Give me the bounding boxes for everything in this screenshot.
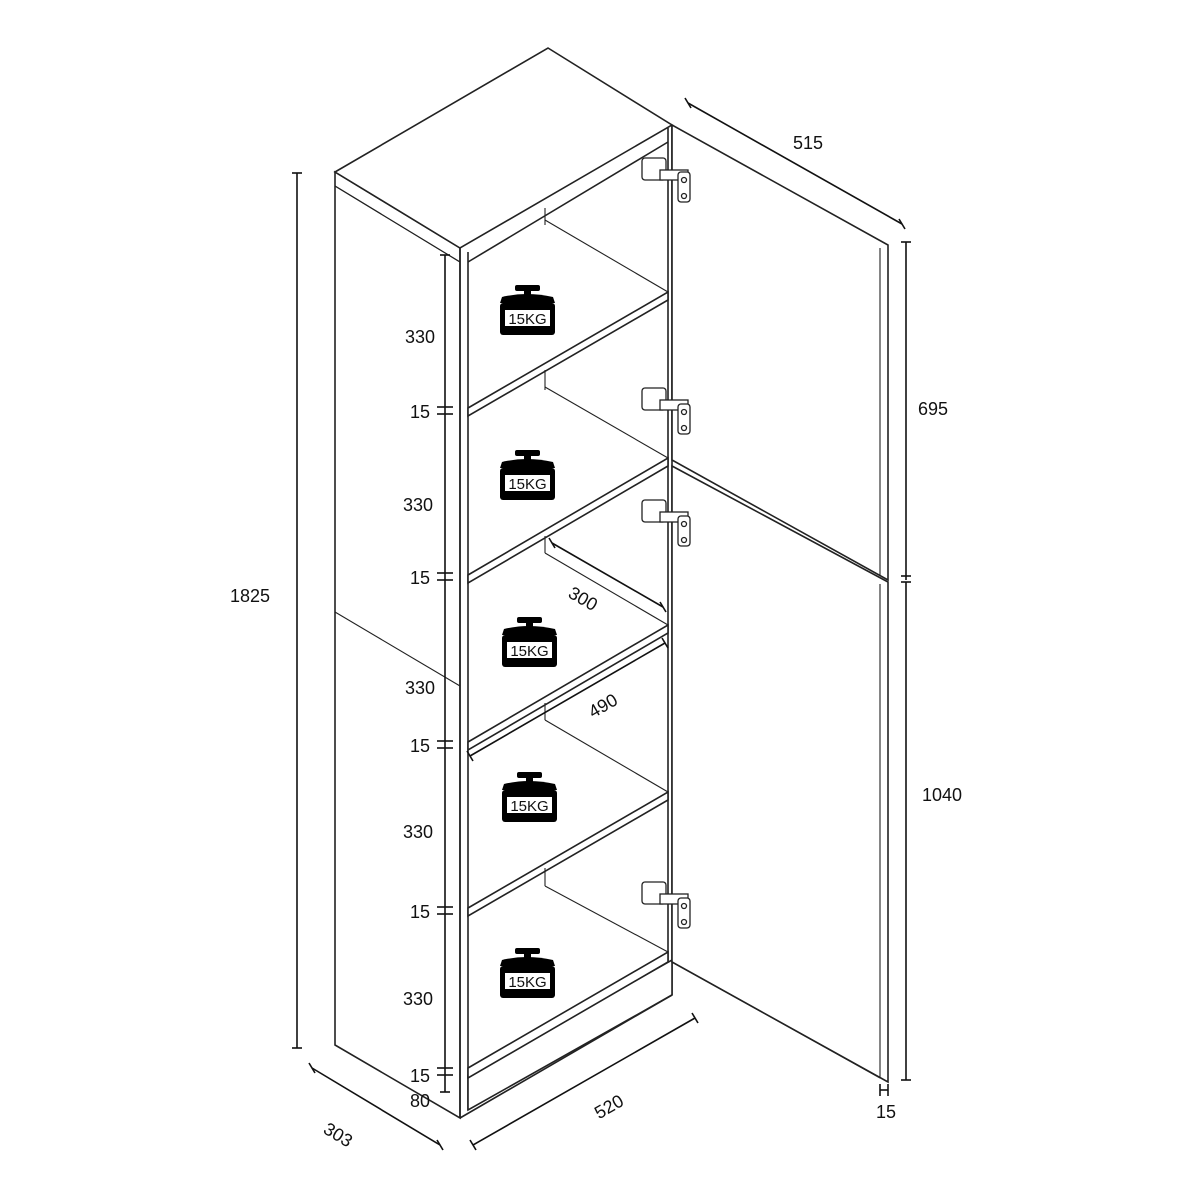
shelf-load-label: 15KG bbox=[508, 311, 546, 328]
compartment-height-label: 330 bbox=[403, 822, 433, 842]
dim-door-thickness: 15 bbox=[876, 1084, 896, 1122]
cabinet-body bbox=[333, 47, 889, 1120]
hinge-icon bbox=[641, 157, 691, 203]
dim-upper-door: 695 bbox=[901, 241, 948, 583]
dim-shelf-width-label: 490 bbox=[585, 690, 621, 722]
dim-depth-label: 303 bbox=[320, 1119, 356, 1152]
weight-icon: 15KG bbox=[502, 772, 557, 822]
dim-overall-height: 1825 bbox=[230, 172, 302, 1049]
dim-door-width-label: 515 bbox=[793, 133, 823, 153]
shelves bbox=[467, 219, 669, 1080]
shelf-load-label: 15KG bbox=[508, 476, 546, 493]
shelf-load-label: 15KG bbox=[510, 643, 548, 660]
dim-upper-door-label: 695 bbox=[918, 399, 948, 419]
weight-icon: 15KG bbox=[500, 450, 555, 500]
weight-icon: 15KG bbox=[500, 285, 555, 335]
hinge-icon bbox=[641, 499, 691, 547]
dim-shelf-width: 490 bbox=[466, 637, 669, 762]
shelf-thickness-label: 15 bbox=[410, 402, 430, 422]
compartment-height-label: 330 bbox=[405, 327, 435, 347]
compartment-height-label: 330 bbox=[403, 989, 433, 1009]
dim-door-thickness-label: 15 bbox=[876, 1102, 896, 1122]
side-panel bbox=[334, 170, 461, 1120]
dim-overall-height-label: 1825 bbox=[230, 586, 270, 606]
shelf-load-label: 15KG bbox=[510, 798, 548, 815]
weight-icon: 15KG bbox=[500, 948, 555, 998]
dim-inner-width-label: 520 bbox=[591, 1091, 627, 1123]
weight-icon: 15KG bbox=[502, 617, 557, 667]
dim-shelf-depth: 300 bbox=[548, 537, 667, 615]
compartment-height-label: 330 bbox=[405, 678, 435, 698]
hinge-icon bbox=[641, 387, 691, 435]
compartment-height-label: 330 bbox=[403, 495, 433, 515]
dim-shelf-depth-label: 300 bbox=[565, 583, 601, 615]
hinge-icon bbox=[641, 881, 691, 929]
dim-compartment-chain: 330 15 330 15 330 15 330 15 330 15 80 bbox=[403, 254, 453, 1111]
dim-door-width: 515 bbox=[684, 97, 906, 230]
dim-lower-door: 1040 bbox=[901, 582, 962, 1081]
shelf-load-label: 15KG bbox=[508, 974, 546, 991]
door-lower bbox=[671, 464, 889, 1084]
shelf-thickness-label: 15 bbox=[410, 902, 430, 922]
shelf-thickness-label: 15 bbox=[410, 1066, 430, 1086]
dim-lower-door-label: 1040 bbox=[922, 785, 962, 805]
plinth-height-label: 80 bbox=[410, 1091, 430, 1111]
plinth bbox=[467, 958, 673, 1112]
shelf-thickness-label: 15 bbox=[410, 568, 430, 588]
shelf-thickness-label: 15 bbox=[410, 736, 430, 756]
